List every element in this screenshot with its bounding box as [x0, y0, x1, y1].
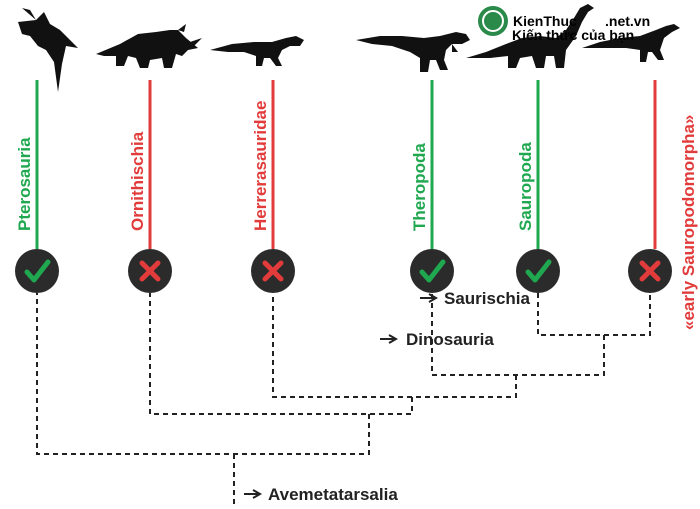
sauropod-silhouette: [466, 4, 594, 68]
watermark-logo-ring: [482, 10, 504, 32]
branch-sauropodomorpha: [537, 293, 651, 336]
check-icon: [419, 259, 446, 283]
status-node-circle: [15, 249, 59, 293]
silhouettes: [18, 4, 680, 92]
pterosaur-silhouette: [18, 8, 78, 92]
status-node-pterosauria: [15, 249, 59, 293]
watermark-domain: .net.vn: [605, 13, 650, 29]
cross-icon: [139, 260, 161, 282]
watermark: KienThuc .net.vn Kiến thức của bạn: [478, 6, 650, 43]
taxon-label-ornithischia: Ornithischia: [128, 131, 147, 231]
status-node-theropoda: [410, 249, 454, 293]
node-label-dinosauria: Dinosauria: [406, 330, 494, 349]
taxon-label-herrerasauridae: Herrerasauridae: [251, 101, 270, 231]
taxon-label-early-sauropodomorpha: «early Sauropodomorpha»: [679, 115, 698, 330]
cross-icon: [262, 260, 284, 282]
node-label-saurischia: Saurischia: [444, 289, 531, 308]
check-icon: [525, 259, 552, 283]
taxon-label-sauropoda: Sauropoda: [516, 142, 535, 231]
taxa-layer: Pterosauria Ornithischia Herrerasauridae Th…: [15, 80, 698, 330]
prosauropod-silhouette: [582, 24, 680, 62]
node-labels: Saurischia Dinosauria Avemetatarsalia: [244, 289, 531, 504]
check-icon: [24, 259, 51, 283]
cross-icon: [639, 260, 661, 282]
arrow-icon: [420, 293, 439, 303]
status-node-herrerasauridae: [251, 249, 295, 293]
dinosauria-node: Dinosauria: [380, 330, 494, 349]
branch-saurischia-ornithischia: [149, 293, 413, 415]
herrerasaur-silhouette: [210, 36, 304, 66]
taxon-label-pterosauria: Pterosauria: [15, 137, 34, 231]
node-label-avemetatarsalia: Avemetatarsalia: [268, 485, 398, 504]
theropod-silhouette: [356, 32, 470, 72]
ceratopsian-silhouette: [96, 24, 202, 68]
arrow-icon: [380, 334, 399, 344]
watermark-slogan: Kiến thức của bạn: [512, 27, 634, 43]
status-node-early-sauropodomorpha: [628, 249, 672, 293]
branch-herrerasauridae: [272, 293, 517, 398]
arrow-icon: [244, 489, 263, 499]
status-node-sauropoda: [516, 249, 560, 293]
saurischia-node: Saurischia: [420, 289, 531, 308]
watermark-brand: KienThuc: [513, 13, 577, 29]
status-node-ornithischia: [128, 249, 172, 293]
branch-theropoda-sauropodomorpha: [431, 293, 605, 376]
tree-branches: [36, 293, 651, 505]
avemetatarsalia-node: Avemetatarsalia: [244, 485, 398, 504]
taxon-label-theropoda: Theropoda: [410, 143, 429, 231]
status-node-circle: [410, 249, 454, 293]
branch-dinosauria-pterosauria: [36, 293, 370, 455]
status-node-circle: [516, 249, 560, 293]
